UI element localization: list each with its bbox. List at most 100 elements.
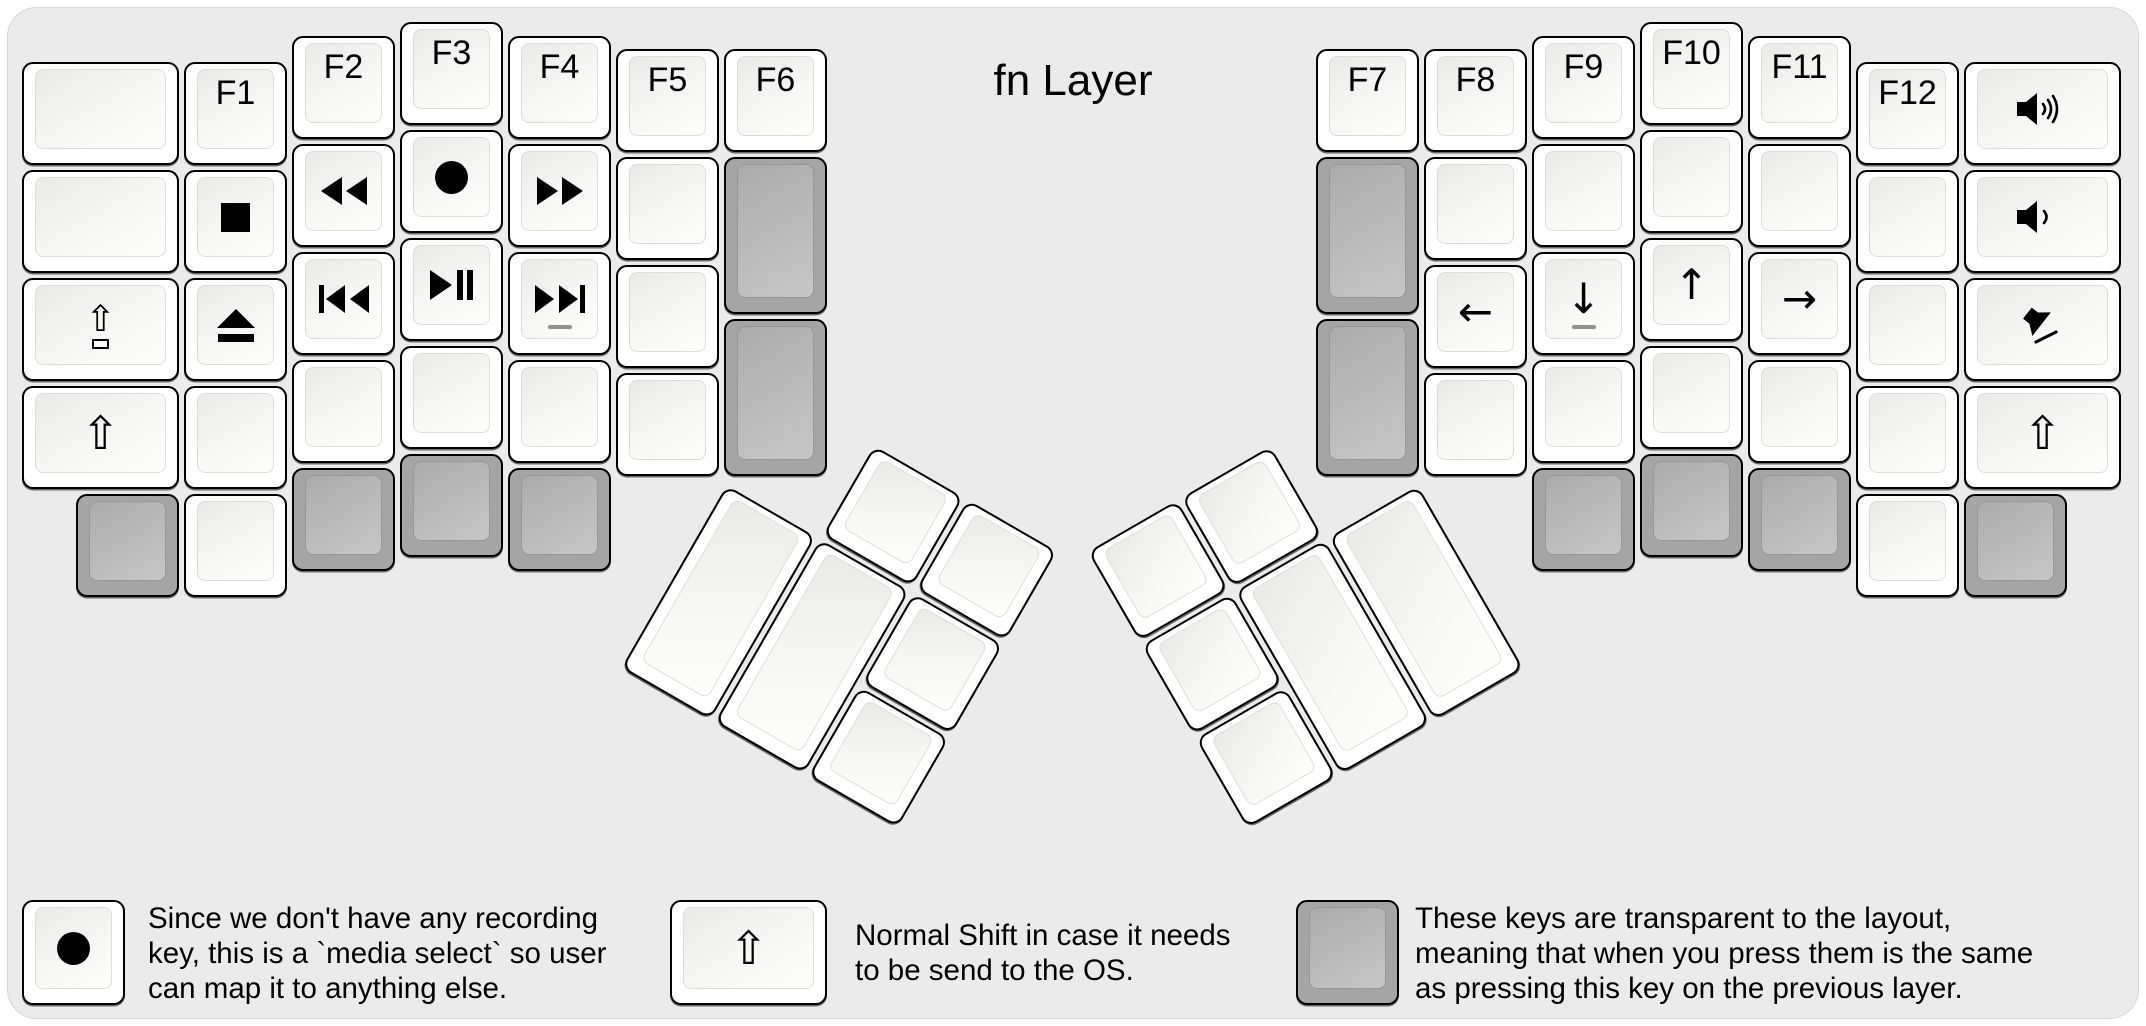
f3-key[interactable]: F3 (400, 22, 503, 125)
rewind-key[interactable] (292, 144, 395, 247)
keycap-surface (1977, 501, 2054, 581)
f9-key[interactable]: F9 (1532, 36, 1635, 139)
blank-key[interactable] (1424, 157, 1527, 260)
blank-key[interactable] (1856, 170, 1959, 273)
blank-key[interactable] (1640, 130, 1743, 233)
keycap-surface (1761, 151, 1838, 231)
f4-key[interactable]: F4 (508, 36, 611, 139)
down-arrow-icon: ↓ (1565, 274, 1602, 323)
caps-lock-key[interactable]: ⇧ (22, 278, 179, 381)
transparent-key[interactable] (1748, 468, 1851, 571)
blank-key[interactable] (22, 170, 179, 273)
keycap-surface (1653, 137, 1730, 217)
stop-key[interactable] (184, 170, 287, 273)
transparent-key[interactable] (76, 494, 179, 597)
mute-key[interactable] (1964, 278, 2121, 381)
media-select-record-key[interactable] (400, 130, 503, 233)
transparent-key[interactable] (400, 454, 503, 557)
eject-icon (216, 308, 255, 342)
blank-key[interactable] (1532, 360, 1635, 463)
keycap-surface (881, 605, 989, 714)
transparent-key[interactable] (724, 157, 827, 314)
shift-icon: ⇧ (729, 921, 768, 975)
f10-key[interactable]: F10 (1640, 22, 1743, 125)
volume-down-key[interactable] (1964, 170, 2121, 273)
arrow-left-key[interactable]: ← (1424, 265, 1527, 368)
keycap-surface (305, 259, 382, 339)
transparent-key[interactable] (1964, 494, 2067, 597)
keycap-surface (521, 475, 598, 555)
blank-key[interactable] (508, 360, 611, 463)
keycap-surface (413, 461, 490, 541)
record-icon (435, 160, 468, 194)
f8-key[interactable]: F8 (1424, 49, 1527, 152)
blank-key[interactable] (1532, 144, 1635, 247)
blank-key[interactable] (1856, 278, 1959, 381)
transparent-key[interactable] (1532, 468, 1635, 571)
blank-key[interactable] (22, 62, 179, 165)
fast-forward-key[interactable] (508, 144, 611, 247)
next-track-icon (534, 285, 585, 313)
keycap-surface (197, 285, 274, 365)
transparent-key[interactable] (1316, 157, 1419, 314)
keycap-surface: ↓ (1545, 259, 1622, 339)
keycap-surface (305, 475, 382, 555)
blank-key[interactable] (1640, 346, 1743, 449)
keycap-surface (1196, 458, 1303, 567)
blank-key[interactable] (1856, 386, 1959, 489)
keycap-surface (35, 69, 166, 149)
right-arrow-icon: → (1781, 274, 1818, 323)
keycap-surface (1545, 367, 1622, 447)
transparent-example-key (1296, 900, 1399, 1005)
prev-track-key[interactable] (292, 252, 395, 355)
up-arrow-icon: ↑ (1673, 260, 1710, 309)
keycap-surface (1545, 151, 1622, 231)
arrow-right-key[interactable]: → (1748, 252, 1851, 355)
keycap-surface: ⇧ (1977, 393, 2108, 473)
f2-key[interactable]: F2 (292, 36, 395, 139)
transparent-key[interactable] (724, 319, 827, 476)
f5-key[interactable]: F5 (616, 49, 719, 152)
transparent-key[interactable] (1640, 454, 1743, 557)
key-label: F5 (647, 61, 688, 99)
transparent-key[interactable] (508, 468, 611, 571)
f6-key[interactable]: F6 (724, 49, 827, 152)
left-arrow-icon: ← (1457, 287, 1494, 336)
keycap-surface (413, 245, 490, 325)
blank-key[interactable] (1748, 360, 1851, 463)
legend-line: These keys are transparent to the layout… (1415, 902, 1952, 935)
play-pause-key[interactable] (400, 238, 503, 341)
transparent-key[interactable] (292, 468, 395, 571)
blank-key[interactable] (1748, 144, 1851, 247)
eject-key[interactable] (184, 278, 287, 381)
keycap-surface (1869, 393, 1946, 473)
arrow-up-key[interactable]: ↑ (1640, 238, 1743, 341)
blank-key[interactable] (1856, 494, 1959, 597)
f1-key[interactable]: F1 (184, 62, 287, 165)
keycap-surface (1761, 367, 1838, 447)
blank-key[interactable] (184, 386, 287, 489)
blank-key[interactable] (616, 157, 719, 260)
blank-key[interactable] (616, 373, 719, 476)
key-label: F2 (323, 48, 364, 86)
shift-left-key[interactable]: ⇧ (22, 386, 179, 489)
blank-key[interactable] (400, 346, 503, 449)
keycap-surface (1437, 164, 1514, 244)
next-track-key[interactable] (508, 252, 611, 355)
volume-up-key[interactable] (1964, 62, 2121, 165)
blank-key[interactable] (1424, 373, 1527, 476)
f12-key[interactable]: F12 (1856, 62, 1959, 165)
f7-key[interactable]: F7 (1316, 49, 1419, 152)
blank-key[interactable] (616, 265, 719, 368)
f11-key[interactable]: F11 (1748, 36, 1851, 139)
transparent-key[interactable] (1316, 319, 1419, 476)
blank-key[interactable] (292, 360, 395, 463)
arrow-down-key[interactable]: ↓ (1532, 252, 1635, 355)
stop-icon (221, 202, 250, 232)
shift-right-key[interactable]: ⇧ (1964, 386, 2121, 489)
legend-transparent-note: These keys are transparent to the layout… (1415, 901, 2033, 1006)
legend-line: Normal Shift in case it needs (855, 919, 1231, 952)
blank-key[interactable] (184, 494, 287, 597)
keycap-surface: ⇧ (35, 393, 166, 473)
